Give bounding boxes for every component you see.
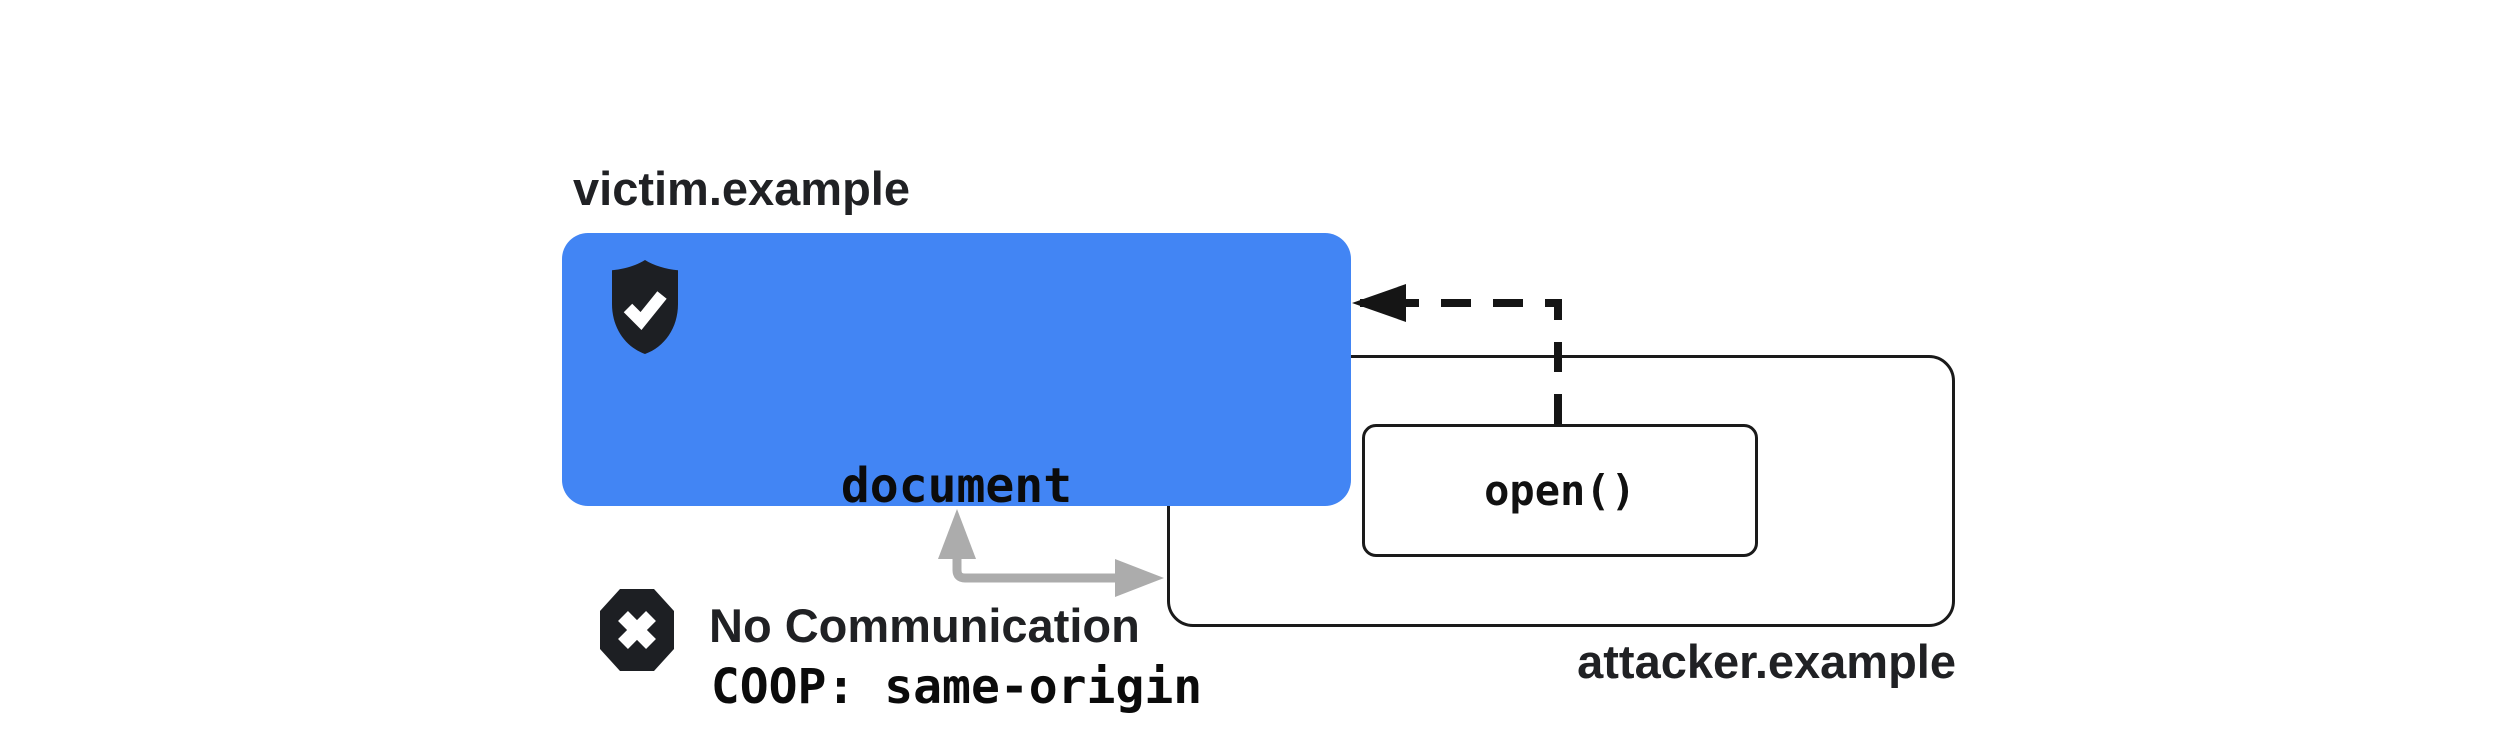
victim-document-text: document COOP: same-origin — [562, 319, 1351, 735]
shield-check-icon — [612, 260, 678, 354]
victim-document-box: document COOP: same-origin — [562, 233, 1351, 715]
attacker-domain-label: attacker.example — [1577, 635, 1956, 688]
victim-domain-label: victim.example — [573, 162, 911, 215]
victim-document-line1: document — [840, 458, 1073, 514]
blocked-x-icon — [600, 589, 674, 671]
open-call-label: open() — [1484, 466, 1636, 515]
victim-coop-header-line: COOP: same-origin — [710, 659, 1203, 715]
open-call-box: open() — [1362, 424, 1758, 557]
no-communication-label: No Communication — [709, 599, 1140, 652]
